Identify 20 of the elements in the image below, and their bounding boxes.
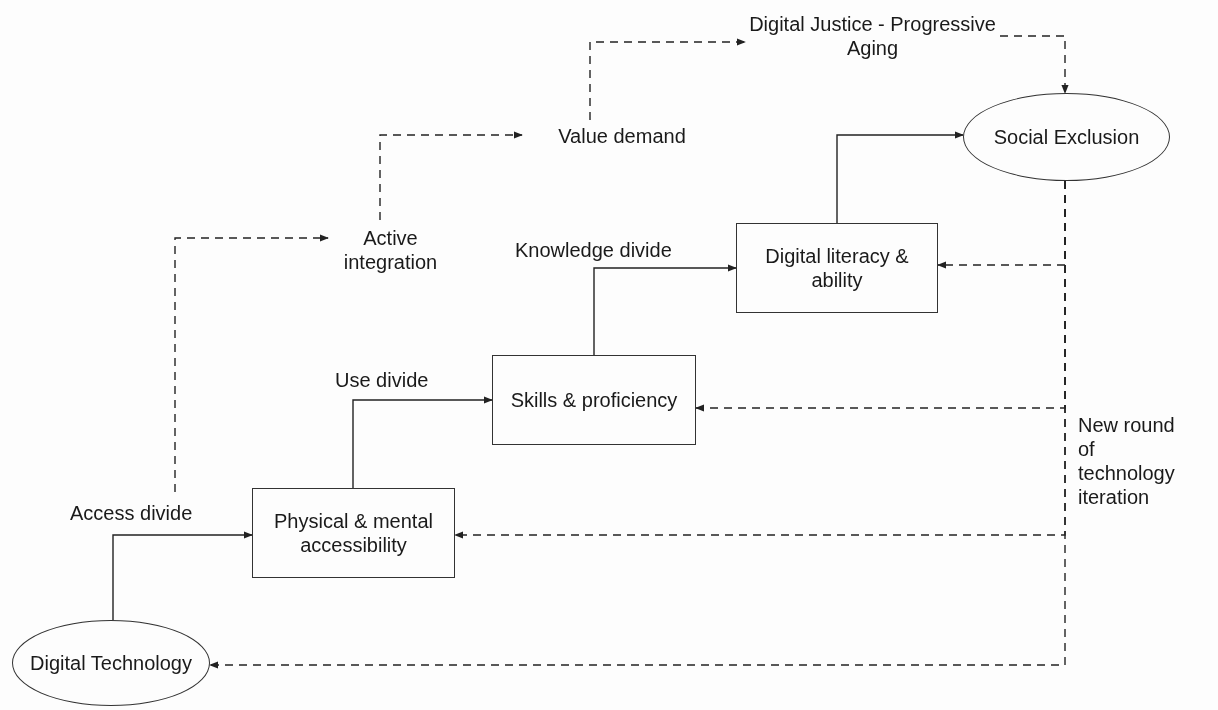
arrow bbox=[589, 38, 746, 121]
arrow bbox=[836, 131, 964, 224]
node-label: Social Exclusion bbox=[993, 125, 1140, 149]
arrow bbox=[352, 396, 493, 489]
process-box bbox=[252, 488, 455, 578]
process-box bbox=[736, 223, 938, 313]
node-label: Active integration bbox=[342, 226, 439, 274]
node-label: Skills & proficiency bbox=[510, 388, 678, 412]
arrow bbox=[379, 131, 523, 221]
arrow bbox=[999, 35, 1069, 94]
node-label: Digital Technology bbox=[30, 651, 192, 675]
arrow bbox=[112, 531, 253, 621]
node-label: Digital Justice - Progressive Aging bbox=[748, 12, 997, 60]
arrow bbox=[174, 234, 329, 493]
node-label: Physical & mental accessibility bbox=[273, 509, 434, 557]
node-label: Value demand bbox=[558, 124, 686, 148]
node-label: Digital literacy & ability bbox=[764, 244, 910, 292]
process-box bbox=[492, 355, 696, 445]
arrow bbox=[593, 264, 737, 356]
note-text: New round of technology iteration bbox=[1078, 413, 1175, 509]
